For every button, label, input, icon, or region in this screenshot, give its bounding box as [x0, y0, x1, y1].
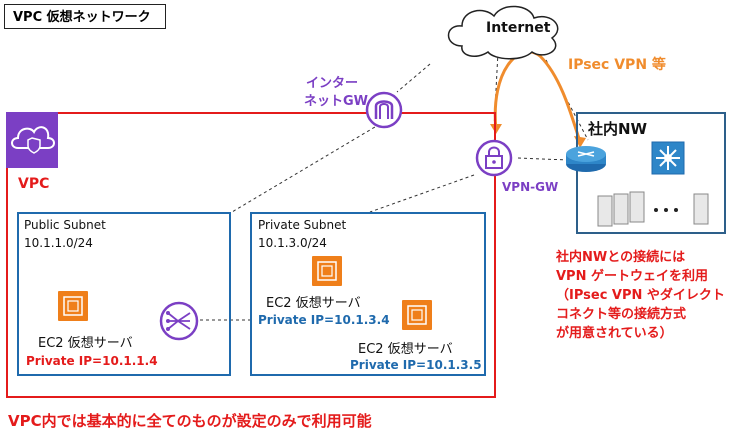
public-subnet-cidr: 10.1.1.0/24: [24, 236, 93, 250]
private-subnet-cidr: 10.1.3.0/24: [258, 236, 327, 250]
router-icon: [566, 146, 606, 172]
igw-label-line1: インター: [306, 76, 359, 91]
connection-note: 社内NWとの接続には VPN ゲートウェイを利用 （IPsec VPN やダイレ…: [556, 248, 725, 343]
private-subnet-name: Private Subnet: [258, 218, 347, 232]
private-ec2a-ip: Private IP=10.1.3.4: [258, 313, 390, 327]
ipsec-label: IPsec VPN 等: [568, 57, 666, 73]
vpc-cloud-icon: [6, 112, 58, 168]
bottom-note: VPC内では基本的に全てのものが設定のみで利用可能: [8, 412, 372, 430]
note-line: が用意されている）: [556, 326, 673, 341]
vpc-boundary: [6, 112, 496, 398]
public-subnet-box: [17, 212, 231, 376]
private-ec2a-label: EC2 仮想サーバ: [266, 296, 361, 311]
note-line: （IPsec VPN やダイレクト: [556, 288, 725, 303]
vpc-label: VPC: [18, 176, 50, 192]
private-ec2b-label: EC2 仮想サーバ: [358, 342, 453, 357]
note-line: コネクト等の接続方式: [556, 307, 687, 322]
ec2-icon: [312, 256, 342, 286]
note-line: 社内NWとの接続には: [556, 250, 686, 265]
public-ec2-label: EC2 仮想サーバ: [38, 336, 133, 351]
ec2-icon: [402, 300, 432, 330]
vpn-gateway-icon: [475, 139, 513, 177]
private-subnet-box: [250, 212, 486, 376]
igw-label-line2: ネットGW: [304, 94, 369, 109]
diagram-title: VPC 仮想ネットワーク: [4, 4, 166, 29]
servers-icon: [597, 191, 709, 227]
internet-gateway-icon: [365, 91, 403, 129]
corporate-network-box: [576, 112, 726, 234]
internet-cloud-icon: [447, 5, 559, 60]
switch-icon: [651, 141, 685, 175]
ec2-icon: [58, 291, 88, 321]
public-subnet-name: Public Subnet: [24, 218, 106, 232]
nat-gateway-icon: [159, 301, 199, 341]
corp-label: 社内NW: [588, 120, 648, 138]
internet-label: Internet: [486, 20, 551, 36]
note-line: VPN ゲートウェイを利用: [556, 269, 708, 284]
private-ec2b-ip: Private IP=10.1.3.5: [350, 358, 482, 372]
public-ec2-ip: Private IP=10.1.1.4: [26, 354, 158, 368]
vpngw-label: VPN-GW: [502, 180, 559, 194]
